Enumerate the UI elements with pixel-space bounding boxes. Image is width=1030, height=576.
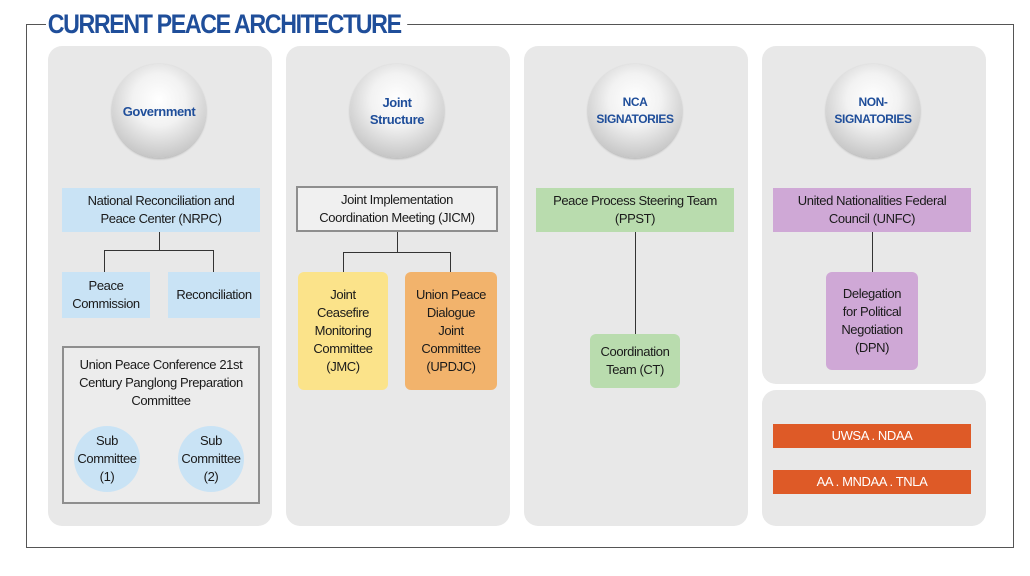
unfc-box: United Nationalities Federal Council (UN… bbox=[773, 188, 971, 232]
dpn-label: Delegation for Political Negotiation (DP… bbox=[841, 286, 903, 355]
connector-line bbox=[450, 252, 451, 272]
connector-line bbox=[343, 252, 344, 272]
uwsa-ndaa-bar: UWSA . NDAA bbox=[773, 424, 971, 448]
jicm-label: Joint Implementation Coordination Meetin… bbox=[319, 192, 475, 225]
sub-committee-2-label: Sub Committee (2) bbox=[181, 433, 241, 484]
connector-line bbox=[343, 252, 451, 253]
government-header: Government bbox=[122, 103, 196, 119]
jmc-box: Joint Ceasefire Monitoring Committee (JM… bbox=[298, 272, 388, 390]
union-peace-conference-label: Union Peace Conference 21st Century Pang… bbox=[79, 357, 243, 408]
reconciliation-box: Reconciliation bbox=[168, 272, 260, 318]
nrpc-box: National Reconciliation and Peace Center… bbox=[62, 188, 260, 232]
non-signatories-header: NON- SIGNATORIES bbox=[834, 95, 912, 126]
jicm-box: Joint Implementation Coordination Meetin… bbox=[296, 186, 498, 232]
uwsa-ndaa-label: UWSA . NDAA bbox=[831, 428, 913, 443]
non-signatories-header-circle: NON- SIGNATORIES bbox=[826, 64, 920, 158]
connector-line bbox=[635, 232, 636, 334]
ppst-label: Peace Process Steering Team (PPST) bbox=[553, 193, 717, 226]
dpn-box: Delegation for Political Negotiation (DP… bbox=[826, 272, 918, 370]
page-title: CURRENT PEACE ARCHITECTURE bbox=[46, 8, 408, 40]
coordination-team-box: Coordination Team (CT) bbox=[590, 334, 680, 388]
sub-committee-2: Sub Committee (2) bbox=[178, 426, 244, 492]
connector-line bbox=[159, 232, 160, 250]
unfc-label: United Nationalities Federal Council (UN… bbox=[797, 193, 947, 226]
sub-committee-1: Sub Committee (1) bbox=[74, 426, 140, 492]
updjc-box: Union Peace Dialogue Joint Committee (UP… bbox=[405, 272, 497, 390]
other-groups-panel bbox=[762, 390, 986, 526]
reconciliation-label: Reconciliation bbox=[176, 287, 252, 302]
aa-mndaa-tnla-bar: AA . MNDAA . TNLA bbox=[773, 470, 971, 494]
joint-structure-header: Joint Structure bbox=[369, 95, 425, 127]
jmc-label: Joint Ceasefire Monitoring Committee (JM… bbox=[313, 287, 373, 374]
connector-line bbox=[397, 232, 398, 252]
aa-mndaa-tnla-label: AA . MNDAA . TNLA bbox=[816, 474, 928, 489]
nrpc-label: National Reconciliation and Peace Center… bbox=[87, 193, 235, 226]
outer-frame bbox=[26, 24, 1014, 548]
government-header-circle: Government bbox=[112, 64, 206, 158]
connector-line bbox=[104, 250, 214, 251]
connector-line bbox=[213, 250, 214, 272]
connector-line bbox=[872, 232, 873, 272]
nca-signatories-header: NCA SIGNATORIES bbox=[596, 95, 674, 126]
updjc-label: Union Peace Dialogue Joint Committee (UP… bbox=[415, 287, 487, 374]
ppst-box: Peace Process Steering Team (PPST) bbox=[536, 188, 734, 232]
peace-commission-label: Peace Commission bbox=[72, 278, 140, 311]
peace-commission-box: Peace Commission bbox=[62, 272, 150, 318]
connector-line bbox=[104, 250, 105, 272]
coordination-team-label: Coordination Team (CT) bbox=[600, 344, 670, 377]
sub-committee-1-label: Sub Committee (1) bbox=[77, 433, 137, 484]
joint-structure-header-circle: Joint Structure bbox=[350, 64, 444, 158]
nca-signatories-header-circle: NCA SIGNATORIES bbox=[588, 64, 682, 158]
